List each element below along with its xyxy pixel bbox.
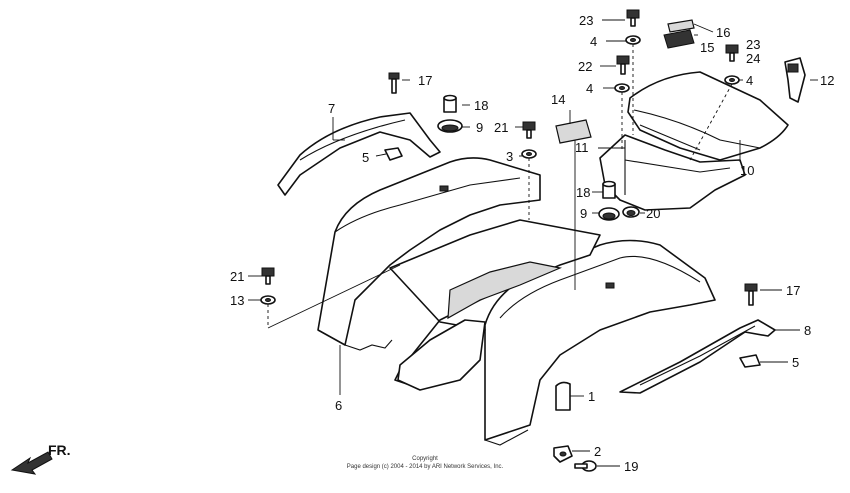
washer-part-4-upper[interactable] (625, 35, 641, 45)
callout-20: 20 (646, 206, 660, 221)
callout-21-upper: 21 (494, 120, 508, 135)
washer-part-4-middle[interactable] (614, 83, 630, 93)
nut-part-2[interactable] (553, 445, 573, 463)
callout-17-lower: 17 (786, 283, 800, 298)
reflector-part-1[interactable] (555, 381, 571, 411)
washer-part-13[interactable] (260, 295, 276, 305)
label-part-15[interactable] (663, 29, 695, 49)
grommet-part-9-upper[interactable] (437, 119, 463, 133)
tool-box-part-11[interactable] (599, 134, 746, 211)
callout-19: 19 (624, 459, 638, 474)
screw-part-19[interactable] (574, 460, 597, 472)
callout-4-right: 4 (746, 73, 753, 88)
callout-17-upper: 17 (418, 73, 432, 88)
clip-part-5-right[interactable] (739, 354, 761, 368)
callout-9-upper: 9 (476, 120, 483, 135)
collar-part-18-upper[interactable] (443, 94, 457, 113)
bolt-part-17-lower[interactable] (744, 283, 758, 306)
copyright-notice: Copyright Page design (c) 2004 - 2014 by… (330, 455, 520, 471)
mud-guard-part-8[interactable] (619, 319, 776, 394)
callout-5-right: 5 (792, 355, 799, 370)
callout-12: 12 (820, 73, 834, 88)
callout-2: 2 (594, 444, 601, 459)
leader-lines (248, 19, 818, 467)
label-part-16[interactable] (667, 19, 695, 33)
washer-part-4-right[interactable] (724, 75, 740, 85)
bolt-part-17-upper[interactable] (388, 72, 400, 94)
front-arrow-icon (10, 451, 53, 475)
collar-part-18-lower[interactable] (602, 180, 616, 199)
washer-part-3[interactable] (521, 149, 537, 159)
callout-16: 16 (716, 25, 730, 40)
callout-4-upper: 4 (590, 34, 597, 49)
callout-1: 1 (588, 389, 595, 404)
bolt-part-21-lower[interactable] (261, 267, 275, 285)
callout-15: 15 (700, 40, 714, 55)
bolt-part-22[interactable] (616, 55, 630, 75)
bolt-part-23-upper[interactable] (626, 9, 640, 27)
bolt-part-21-upper[interactable] (522, 121, 536, 139)
callout-6: 6 (335, 398, 342, 413)
callout-10: 10 (740, 163, 754, 178)
grommet-part-20[interactable] (622, 206, 640, 218)
callout-11: 11 (575, 140, 589, 155)
callout-23-upper: 23 (579, 13, 593, 28)
rear-fender-part-6[interactable] (317, 157, 716, 446)
grommet-part-9-lower[interactable] (598, 207, 620, 221)
callout-4-middle: 4 (586, 81, 593, 96)
latch-part-12[interactable] (784, 57, 806, 103)
mud-guard-part-7[interactable] (277, 112, 441, 196)
callout-numbers: 1 2 3 4 4 4 5 5 6 7 8 9 9 10 11 12 13 14… (230, 13, 834, 474)
callout-22: 22 (578, 59, 592, 74)
copyright-line-1: Copyright (412, 456, 438, 462)
callout-7: 7 (328, 101, 335, 116)
callout-9-lower: 9 (580, 206, 587, 221)
label-part-14[interactable] (555, 119, 592, 144)
clip-part-5-left[interactable] (384, 147, 403, 161)
callout-24: 24 (746, 51, 760, 66)
bolt-part-23-right[interactable] (725, 44, 739, 62)
callout-5-left: 5 (362, 150, 369, 165)
callout-21-lower: 21 (230, 269, 244, 284)
tool-box-cover-part-10[interactable] (627, 71, 789, 161)
callout-18-lower: 18 (576, 185, 590, 200)
copyright-line-2: Page design (c) 2004 - 2014 by ARI Netwo… (346, 464, 504, 470)
callout-3: 3 (506, 149, 513, 164)
callout-13: 13 (230, 293, 244, 308)
callout-14: 14 (551, 92, 565, 107)
callout-8: 8 (804, 323, 811, 338)
callout-23-right: 23 (746, 37, 760, 52)
callout-18-upper: 18 (474, 98, 488, 113)
front-label: FR. (48, 442, 71, 458)
